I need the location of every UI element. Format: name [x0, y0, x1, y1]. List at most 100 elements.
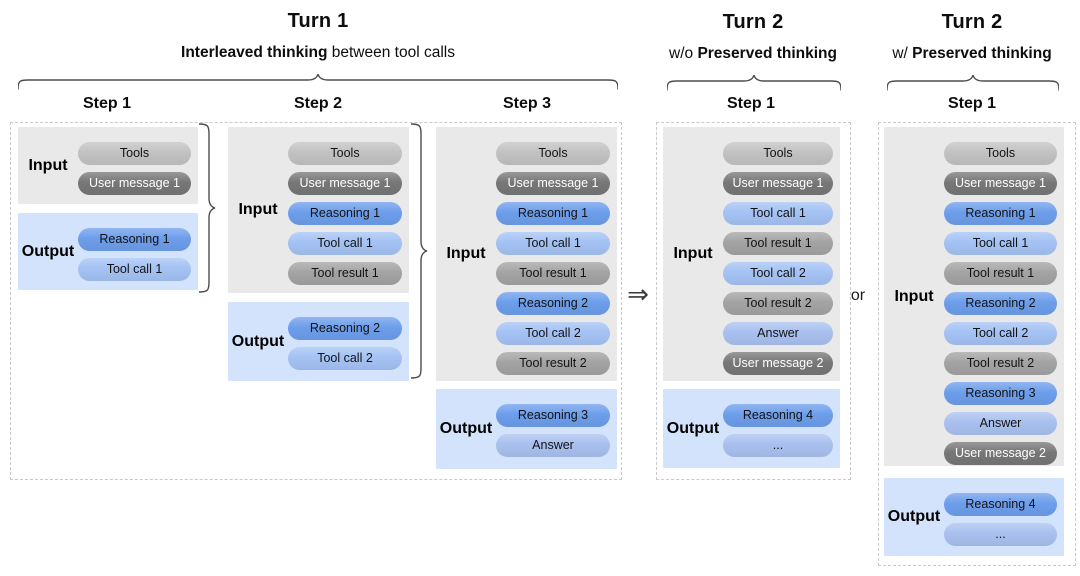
pill-reasoning: Reasoning 2	[944, 292, 1057, 315]
pill-tool-call: Tool call 2	[496, 322, 610, 345]
pill-tool-call: Tool call 1	[496, 232, 610, 255]
turn1-frame	[10, 122, 622, 480]
output-label: Output	[231, 332, 285, 350]
pill-user-message: User message 1	[496, 172, 610, 195]
turn2-with-subtitle-bold: Preserved thinking	[912, 45, 1052, 62]
pill-reasoning: Reasoning 1	[496, 202, 610, 225]
turn2-with-title: Turn 2	[941, 11, 1003, 33]
turn1-subtitle-bold: Interleaved thinking	[181, 44, 328, 61]
pill-user-message: User message 1	[944, 172, 1057, 195]
pill-ellipsis: ...	[944, 523, 1057, 546]
turn2-without-frame	[656, 122, 851, 480]
pill-reasoning: Reasoning 3	[496, 404, 610, 427]
pill-answer: Answer	[944, 412, 1057, 435]
pill-tools: Tools	[288, 142, 402, 165]
step-title: Step 1	[82, 95, 131, 112]
pill-reasoning: Reasoning 2	[496, 292, 610, 315]
pill-user-message: User message 1	[288, 172, 402, 195]
pill-tool-result: Tool result 2	[944, 352, 1057, 375]
turn2-with-subtitle: w/ Preserved thinking	[862, 45, 1080, 63]
pill-tools: Tools	[496, 142, 610, 165]
input-label: Input	[894, 287, 934, 305]
pill-reasoning: Reasoning 1	[78, 228, 191, 251]
step2-to-step3-brace	[411, 123, 428, 379]
step-title: Step 1	[726, 95, 775, 112]
pill-tool-result: Tool result 1	[288, 262, 402, 285]
pill-tool-result: Tool result 1	[944, 262, 1057, 285]
output-label: Output	[439, 420, 493, 437]
turn2-with-frame	[878, 122, 1076, 566]
turn2-with-subtitle-prefix: w/	[892, 45, 913, 62]
step-title: Step 1	[947, 95, 996, 112]
input-label: Input	[673, 245, 713, 262]
implies-arrow: ⇒	[627, 279, 649, 309]
step-title: Step 3	[502, 95, 551, 112]
pill-tool-result: Tool result 1	[496, 262, 610, 285]
turn2-without-brace	[667, 75, 841, 91]
turn2-without-subtitle-bold: Preserved thinking	[697, 45, 837, 62]
pill-user-message: User message 1	[723, 172, 833, 195]
step-title: Step 2	[293, 95, 342, 112]
pill-stack: Reasoning 4...	[723, 389, 840, 468]
pill-stack: Reasoning 4...	[944, 478, 1064, 556]
pill-tool-call: Tool call 2	[723, 262, 833, 285]
pill-tool-call: Tool call 2	[944, 322, 1057, 345]
turn2-without-subtitle: w/o Preserved thinking	[643, 45, 863, 63]
turn2-without-title: Turn 2	[722, 11, 784, 33]
turn2-without-subtitle-prefix: w/o	[669, 45, 698, 62]
pill-user-message: User message 1	[78, 172, 191, 195]
pill-tools: Tools	[944, 142, 1057, 165]
pill-reasoning: Reasoning 1	[288, 202, 402, 225]
pill-tool-call: Tool call 1	[288, 232, 402, 255]
pill-tool-call: Tool call 2	[288, 347, 402, 370]
pill-answer: Answer	[723, 322, 833, 345]
or-label: or	[850, 287, 866, 304]
pill-stack: Reasoning 1 Tool call 1	[78, 213, 198, 290]
input-label: Input	[238, 201, 278, 218]
pill-tool-call: Tool call 1	[944, 232, 1057, 255]
pill-reasoning: Reasoning 3	[944, 382, 1057, 405]
pill-stack: Reasoning 2 Tool call 2	[288, 302, 409, 381]
pill-reasoning: Reasoning 4	[723, 404, 833, 427]
turn1-subtitle-rest: between tool calls	[327, 44, 455, 61]
turn1-subtitle: Interleaved thinking between tool calls	[118, 44, 518, 62]
turn1-title: Turn 1	[287, 10, 349, 32]
pill-tool-result: Tool result 1	[723, 232, 833, 255]
turn2-with-brace	[887, 75, 1059, 91]
turn1-brace	[18, 74, 618, 90]
output-label: Output	[666, 419, 720, 437]
pill-tool-call: Tool call 1	[723, 202, 833, 225]
pill-tool-result: Tool result 2	[496, 352, 610, 375]
pill-tool-call: Tool call 1	[78, 258, 191, 281]
pill-reasoning: Reasoning 1	[944, 202, 1057, 225]
input-label: Input	[28, 156, 68, 174]
pill-user-message: User message 2	[944, 442, 1057, 465]
output-label: Output	[21, 242, 75, 260]
pill-user-message: User message 2	[723, 352, 833, 375]
step1-to-step2-brace	[199, 123, 216, 293]
pill-tools: Tools	[723, 142, 833, 165]
pill-ellipsis: ...	[723, 434, 833, 457]
pill-tool-result: Tool result 2	[723, 292, 833, 315]
input-label: Input	[446, 245, 486, 262]
pill-reasoning: Reasoning 4	[944, 493, 1057, 516]
pill-reasoning: Reasoning 2	[288, 317, 402, 340]
output-label: Output	[887, 508, 941, 525]
pill-tools: Tools	[78, 142, 191, 165]
